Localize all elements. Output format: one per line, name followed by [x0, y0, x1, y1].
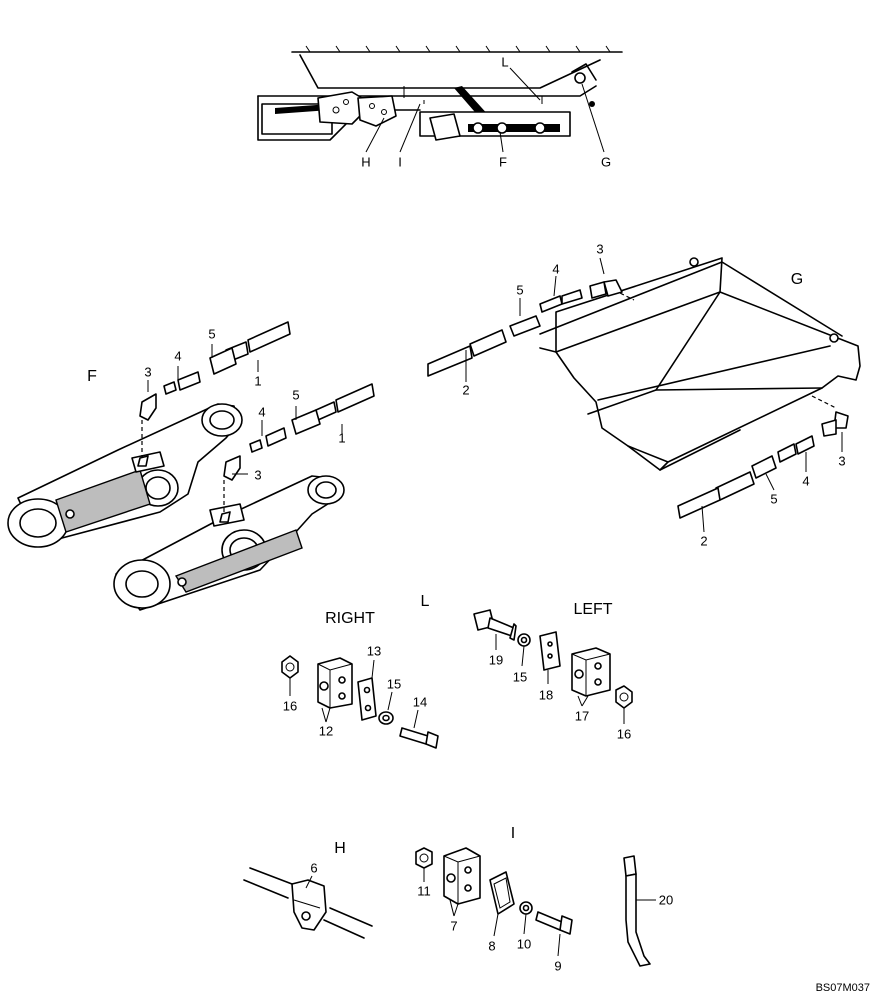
clamp-assembly-left — [473, 609, 633, 709]
overview-label-l: L — [501, 54, 509, 70]
callout-i-7: 7 — [450, 918, 458, 934]
clamp-assembly-right — [281, 655, 439, 749]
callout-g-5b: 5 — [770, 491, 778, 507]
grease-line-g-upper — [427, 279, 623, 377]
callout-f-1b: 1 — [338, 430, 346, 446]
callout-r-16: 16 — [282, 698, 298, 714]
view-title-g: G — [790, 271, 804, 288]
callout-r-14: 14 — [412, 694, 428, 710]
overview-label-f: F — [499, 154, 507, 170]
callout-f-3a: 3 — [144, 364, 152, 380]
callout-l-16: 16 — [616, 726, 632, 742]
callout-part-20: 20 — [658, 892, 674, 908]
callout-l-15: 15 — [512, 669, 528, 685]
callout-f-5b: 5 — [292, 387, 300, 403]
equalizer-bar-lower — [113, 475, 345, 611]
callout-r-15: 15 — [386, 676, 402, 692]
grease-line-f-upper — [137, 321, 291, 467]
view-title-i: I — [510, 825, 516, 842]
view-title-l: L — [420, 593, 430, 610]
callout-i-8: 8 — [488, 938, 496, 954]
drawing-code: BS07M037 — [815, 982, 870, 994]
overview-label-g: G — [600, 154, 612, 170]
callout-r-12: 12 — [318, 723, 334, 739]
overview-label-h: H — [361, 154, 371, 170]
callout-i-11: 11 — [417, 883, 431, 899]
clip-assembly-h — [243, 867, 373, 939]
leaders-i — [423, 868, 561, 957]
callout-f-1a: 1 — [254, 373, 262, 389]
view-title-f: F — [87, 368, 97, 385]
leaders-g — [465, 257, 843, 533]
view-title-h: H — [334, 840, 346, 857]
callout-l-17: 17 — [574, 708, 590, 724]
callout-g-4a: 4 — [552, 261, 560, 277]
leaders-right — [289, 659, 419, 729]
callout-f-3b: 3 — [254, 467, 262, 483]
callout-f-4a: 4 — [174, 348, 182, 364]
overview-label-i: I — [398, 154, 402, 170]
callout-l-19: 19 — [488, 652, 504, 668]
grease-line-g-lower — [677, 411, 849, 519]
callout-h-6: 6 — [310, 860, 318, 876]
callout-i-9: 9 — [554, 958, 562, 974]
clamp-assembly-i — [415, 847, 573, 935]
callout-f-5a: 5 — [208, 326, 216, 342]
callout-g-2b: 2 — [700, 533, 708, 549]
callout-g-5a: 5 — [516, 282, 524, 298]
header-left: LEFT — [573, 601, 613, 618]
callout-g-2a: 2 — [462, 382, 470, 398]
callout-r-13: 13 — [366, 643, 382, 659]
machine-overview — [257, 45, 623, 153]
leaders-f — [147, 344, 343, 475]
callout-l-18: 18 — [538, 687, 554, 703]
header-right: RIGHT — [325, 610, 375, 627]
callout-g-3b: 3 — [838, 453, 846, 469]
callout-f-4b: 4 — [258, 404, 266, 420]
dump-body — [539, 257, 861, 471]
callout-g-4b: 4 — [802, 473, 810, 489]
callout-g-3a: 3 — [596, 241, 604, 257]
leaders-left — [495, 634, 625, 724]
callout-i-10: 10 — [516, 936, 532, 952]
equalizer-bar-upper — [7, 403, 243, 548]
cable-tie — [623, 855, 656, 967]
